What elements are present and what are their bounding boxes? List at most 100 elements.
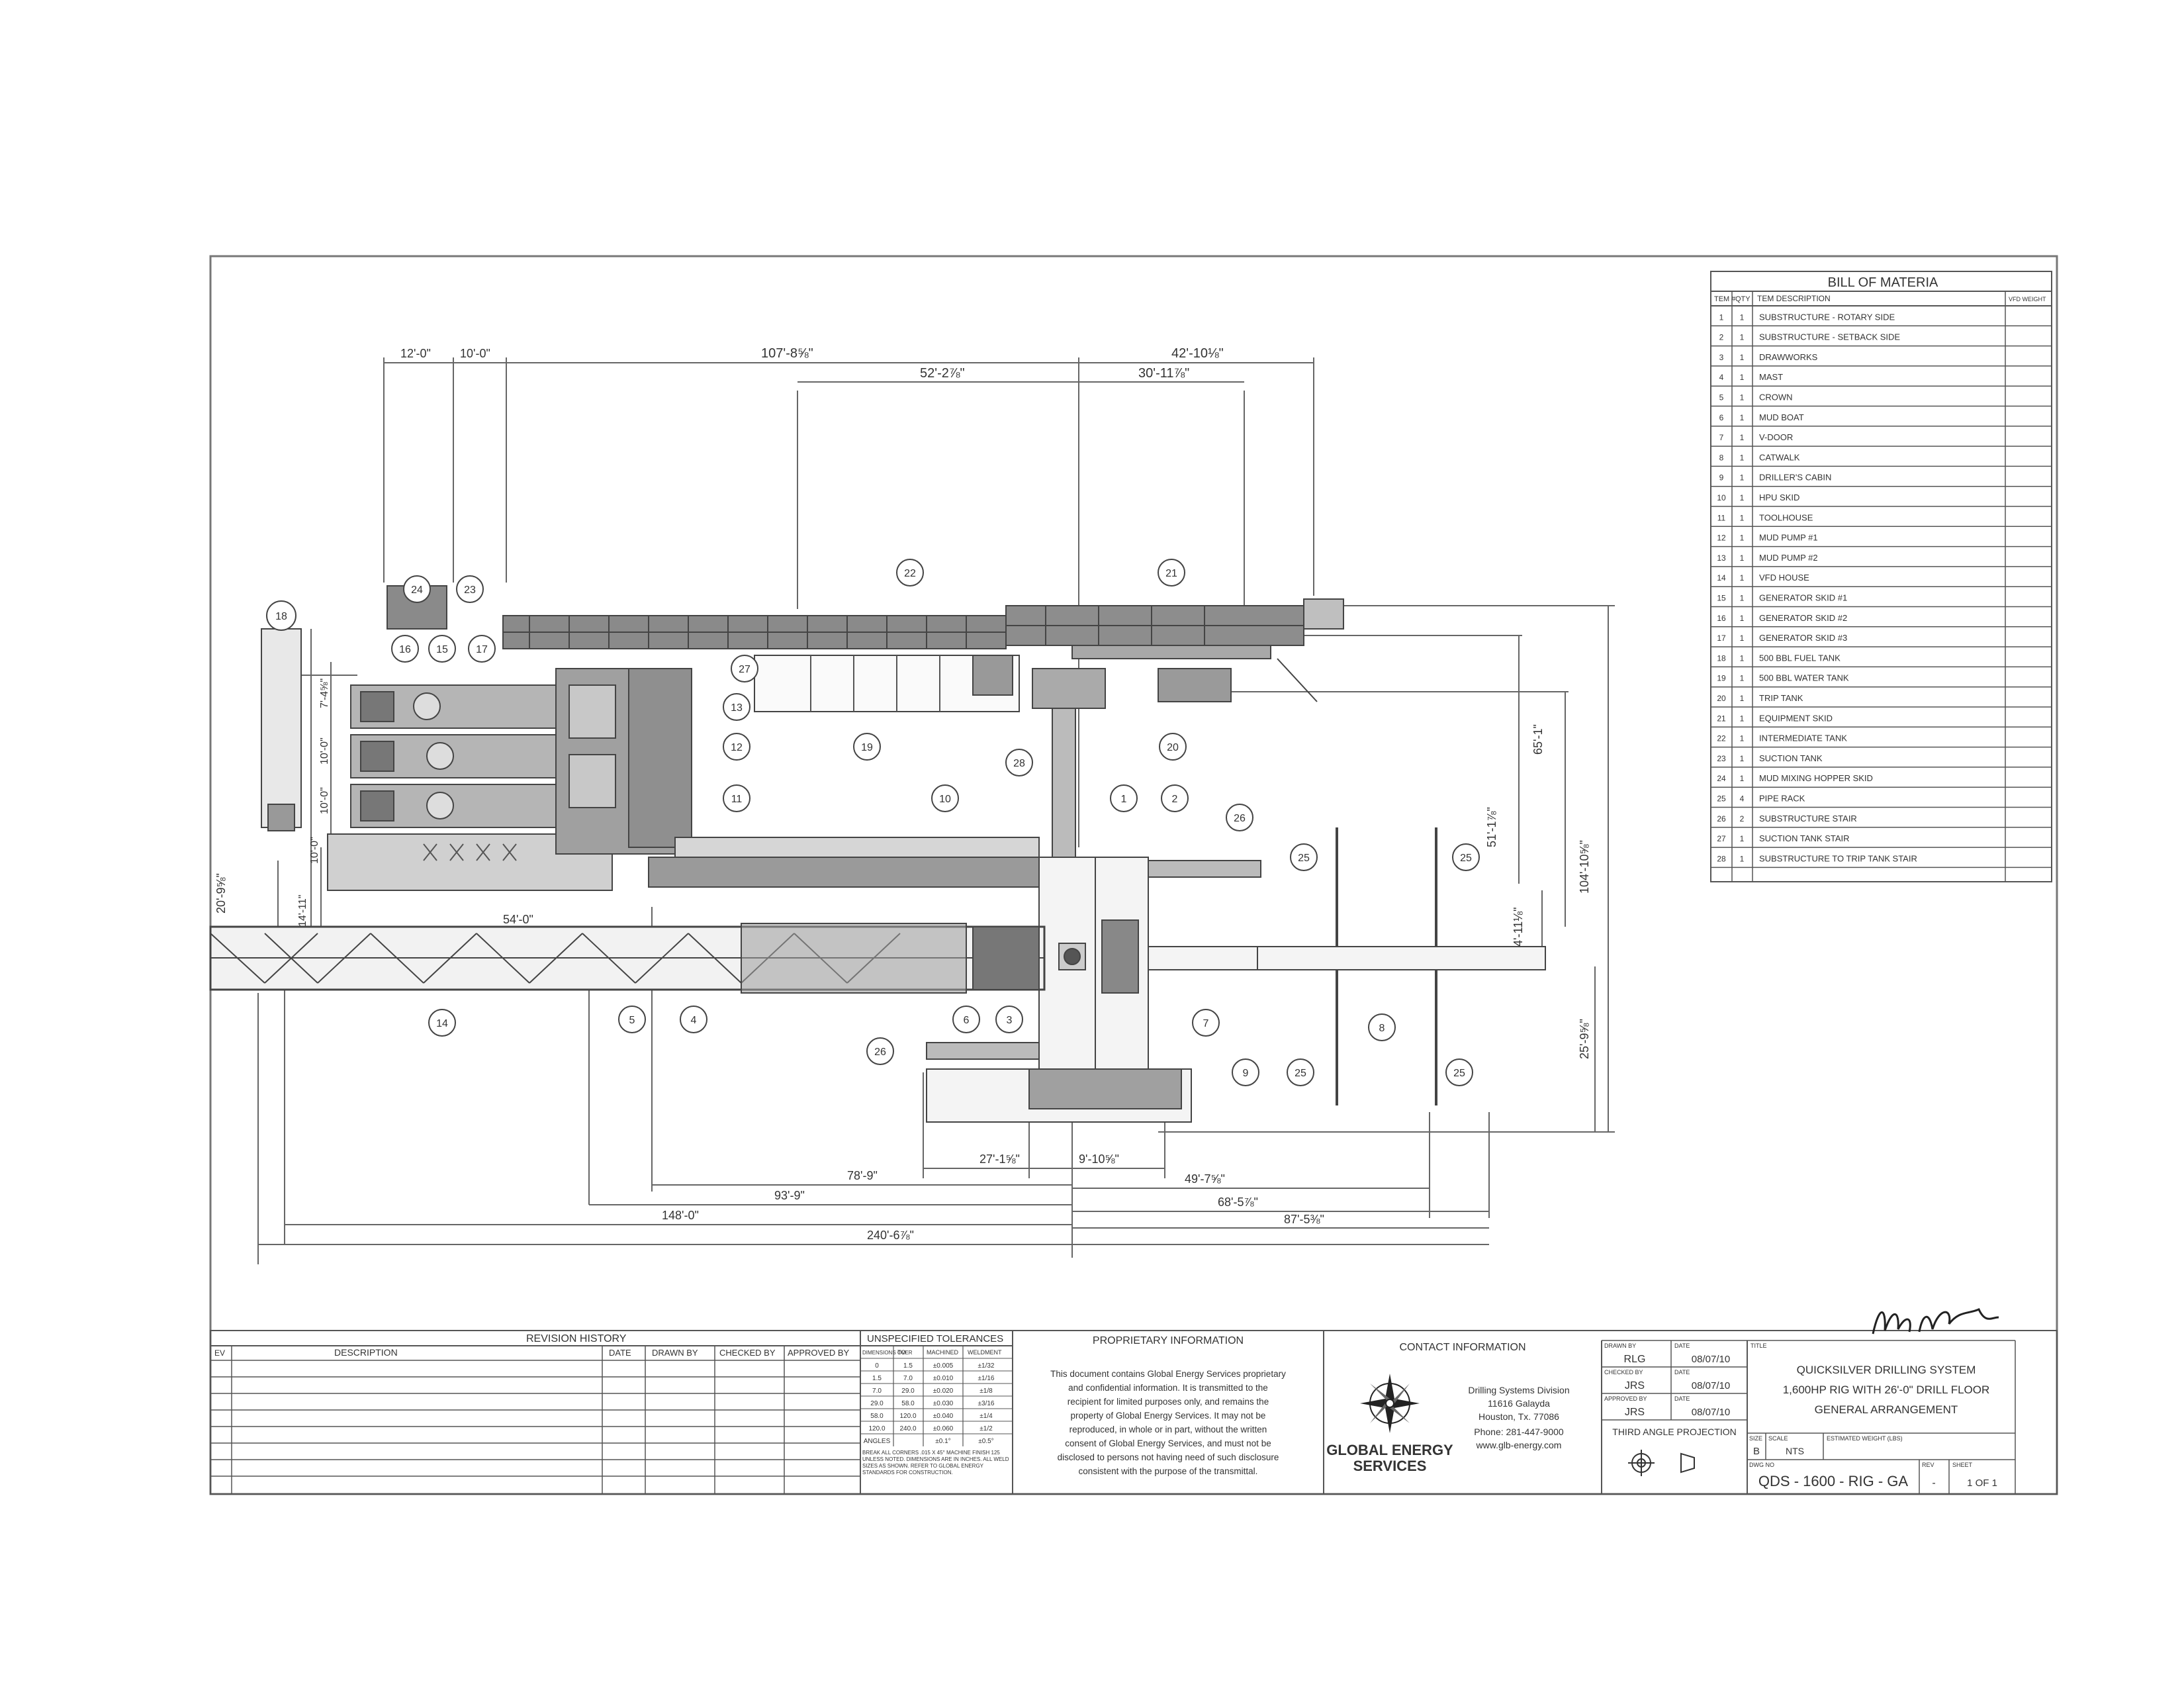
tolerance-cell: 58.0 xyxy=(870,1413,884,1420)
bom-qty: 1 xyxy=(1740,493,1745,502)
tolerance-cell: ±0.030 xyxy=(933,1400,954,1407)
bom-qty: 1 xyxy=(1740,854,1745,863)
bom-description: GENERATOR SKID #3 xyxy=(1759,633,1847,643)
svg-text:ESTIMATED WEIGHT (LBS): ESTIMATED WEIGHT (LBS) xyxy=(1827,1435,1903,1442)
svg-text:9: 9 xyxy=(1243,1068,1249,1079)
svg-text:11: 11 xyxy=(731,794,743,805)
svg-text:consistent with the purpose of: consistent with the purpose of the trans… xyxy=(1079,1466,1258,1476)
svg-text:Drilling Systems Division: Drilling Systems Division xyxy=(1468,1385,1569,1395)
bom-qty: 1 xyxy=(1740,473,1745,483)
callout-7: 7 xyxy=(1192,1009,1220,1037)
callout-8: 8 xyxy=(1368,1013,1396,1041)
trip-tank-stair xyxy=(1052,708,1076,861)
svg-text:2: 2 xyxy=(1172,794,1178,805)
dim-104-10: 104'-10⅝" xyxy=(1578,840,1591,894)
bom-qty: 2 xyxy=(1740,814,1745,823)
tolerance-cell: ±1/4 xyxy=(979,1413,993,1420)
tolerance-cell: 120.0 xyxy=(899,1413,916,1420)
svg-text:12: 12 xyxy=(731,742,743,753)
bom-item-number: 3 xyxy=(1719,353,1724,362)
svg-text:26: 26 xyxy=(874,1047,886,1058)
bom-description: GENERATOR SKID #1 xyxy=(1759,593,1847,603)
bom-item-number: 5 xyxy=(1719,393,1724,402)
logo-text-line1: GLOBAL ENERGY xyxy=(1326,1442,1453,1458)
dim-68-5: 68'-5⅞" xyxy=(1218,1196,1258,1209)
dim-42-10: 42'-10⅛" xyxy=(1171,346,1224,361)
callout-28: 28 xyxy=(1005,749,1033,776)
bom-qty: 1 xyxy=(1740,393,1745,402)
tolerance-cell: 120.0 xyxy=(868,1425,885,1432)
callout-14: 14 xyxy=(428,1009,456,1037)
callouts: 1 2 3 4 5 6 7 8 9 10 11 12 13 14 15 16 1… xyxy=(266,559,1480,1086)
proprietary-block: PROPRIETARY INFORMATION This document co… xyxy=(1050,1335,1286,1476)
bom-qty: 1 xyxy=(1740,453,1745,462)
dim-78-9: 78'-9" xyxy=(847,1169,878,1182)
bom-qty: 1 xyxy=(1740,373,1745,382)
svg-text:consent of Global Energy Servi: consent of Global Energy Services, and m… xyxy=(1065,1438,1271,1448)
svg-text:20: 20 xyxy=(1167,742,1179,753)
bom-item-number: 8 xyxy=(1719,453,1724,462)
bom-qty: 1 xyxy=(1740,774,1745,783)
bottom-dimensions xyxy=(257,907,1490,1264)
svg-text:6: 6 xyxy=(964,1015,970,1026)
bom-item-number: 11 xyxy=(1717,513,1726,522)
tolerance-cell: ±3/16 xyxy=(978,1400,995,1407)
bom-item-number: 19 xyxy=(1717,674,1726,683)
bom-item-number: 26 xyxy=(1717,814,1726,823)
bom-qty: 1 xyxy=(1740,413,1745,422)
svg-text:Houston, Tx. 77086: Houston, Tx. 77086 xyxy=(1479,1411,1559,1422)
bom-description: MUD MIXING HOPPER SKID xyxy=(1759,773,1873,783)
svg-text:EV: EV xyxy=(214,1348,225,1358)
svg-text:14: 14 xyxy=(436,1018,448,1029)
svg-text:25: 25 xyxy=(1453,1068,1465,1079)
callout-5: 5 xyxy=(618,1006,646,1033)
callout-26b: 26 xyxy=(866,1037,894,1065)
svg-text:DATE: DATE xyxy=(1674,1395,1690,1402)
svg-text:DRAWN BY: DRAWN BY xyxy=(1604,1342,1636,1349)
callout-13: 13 xyxy=(723,693,751,721)
title-block xyxy=(210,1330,2058,1495)
svg-text:SHEET: SHEET xyxy=(1952,1462,1973,1468)
callout-6: 6 xyxy=(952,1006,980,1033)
svg-text:28: 28 xyxy=(1013,758,1025,769)
svg-text:18: 18 xyxy=(275,611,287,622)
bom-qty: 1 xyxy=(1740,433,1745,442)
svg-text:This document contains Global: This document contains Global Energy Ser… xyxy=(1050,1369,1286,1379)
bom-description: SUBSTRUCTURE - SETBACK SIDE xyxy=(1759,332,1900,342)
callout-24: 24 xyxy=(403,575,431,603)
svg-text:SCALE: SCALE xyxy=(1768,1435,1788,1442)
bom-item-number: 22 xyxy=(1717,734,1726,743)
proprietary-title: PROPRIETARY INFORMATION xyxy=(1093,1335,1244,1346)
svg-text:NTS: NTS xyxy=(1786,1446,1804,1456)
tolerance-cell: 240.0 xyxy=(899,1425,916,1432)
callout-11: 11 xyxy=(723,784,751,812)
tolerance-cell: ±1/16 xyxy=(978,1375,995,1382)
bom-description: SUBSTRUCTURE - ROTARY SIDE xyxy=(1759,312,1895,322)
bom-qty: 1 xyxy=(1740,312,1745,322)
svg-text:CHECKED BY: CHECKED BY xyxy=(719,1348,776,1358)
dim-52-2: 52'-2⅞" xyxy=(920,366,965,381)
bom-item-number: 21 xyxy=(1717,714,1726,723)
contact-title: CONTACT INFORMATION xyxy=(1399,1342,1525,1353)
bom-description: EQUIPMENT SKID xyxy=(1759,713,1833,723)
bom-item-number: 20 xyxy=(1717,694,1726,703)
bom-qty: 1 xyxy=(1740,573,1745,583)
tolerance-cell: 29.0 xyxy=(870,1400,884,1407)
svg-text:11616 Galayda: 11616 Galayda xyxy=(1488,1398,1550,1409)
tolerance-cell: ±0.040 xyxy=(933,1413,954,1420)
svg-text:08/07/10: 08/07/10 xyxy=(1692,1380,1730,1391)
callout-22: 22 xyxy=(896,559,924,586)
bom-qty: 1 xyxy=(1740,333,1745,342)
tolerance-cell: ±0.020 xyxy=(933,1387,954,1395)
bom-description: SUBSTRUCTURE TO TRIP TANK STAIR xyxy=(1759,853,1917,863)
svg-text:8: 8 xyxy=(1379,1023,1385,1034)
dim-25-9: 25'-9⅝" xyxy=(1578,1019,1591,1059)
tolerances-title: UNSPECIFIED TOLERANCES xyxy=(867,1333,1003,1344)
tolerance-cell: 7.0 xyxy=(903,1375,913,1382)
signoff-block: DRAWN BY RLG DATE 08/07/10 CHECKED BY JR… xyxy=(1602,1340,1747,1476)
svg-text:23: 23 xyxy=(464,585,476,596)
bom-item-number: 13 xyxy=(1717,553,1726,563)
tank-row xyxy=(502,598,1344,659)
callout-25a: 25 xyxy=(1290,843,1318,871)
substructure-stair-bottom xyxy=(926,1042,1040,1060)
